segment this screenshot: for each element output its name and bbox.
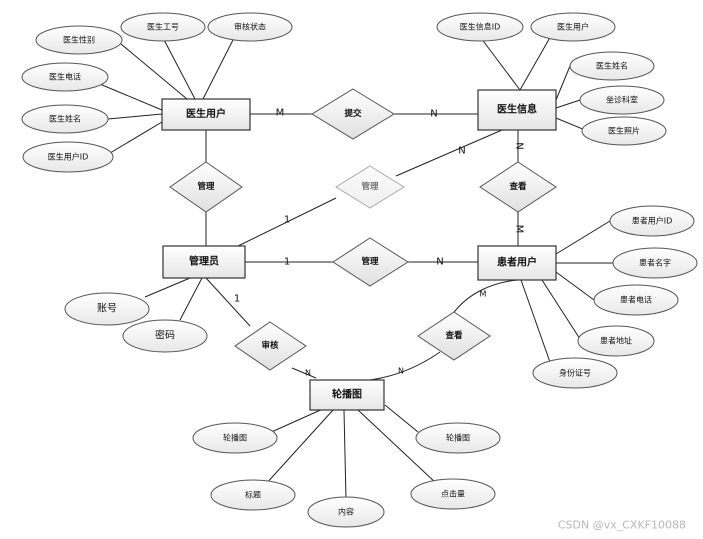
svg-text:账号: 账号 <box>97 303 117 315</box>
attribute-patient-name[interactable]: 患者名字 <box>612 247 698 279</box>
svg-text:医生姓名: 医生姓名 <box>49 114 81 124</box>
attribute-review-status[interactable]: 审核状态 <box>207 12 293 42</box>
attribute-doctor-user-id[interactable]: 医生用户ID <box>22 141 114 173</box>
svg-text:标题: 标题 <box>245 490 261 500</box>
svg-text:管理: 管理 <box>361 181 379 192</box>
attribute-id-card-number[interactable]: 身份证号 <box>532 357 618 389</box>
relationship-manage-doctor[interactable]: 管理 <box>169 161 243 213</box>
cardinality-labels: M N N M 1 N 1 N 1 N M N <box>234 108 525 378</box>
svg-text:患者电话: 患者电话 <box>620 295 652 305</box>
svg-text:医生用户: 医生用户 <box>557 22 589 32</box>
attribute-doctor-name[interactable]: 医生姓名 <box>21 104 109 134</box>
attribute-doctor-photo[interactable]: 医生照片 <box>581 116 667 146</box>
attribute-doctor-phone[interactable]: 医生电话 <box>21 62 109 92</box>
svg-text:医生照片: 医生照片 <box>608 126 640 136</box>
entity-label: 医生用户 <box>186 107 226 120</box>
svg-text:医生性别: 医生性别 <box>63 35 95 45</box>
cardinality-manage-info-admin: 1 <box>284 215 290 226</box>
svg-text:提交: 提交 <box>344 108 362 119</box>
svg-text:医生姓名: 医生姓名 <box>596 61 628 71</box>
entity-doctor-info[interactable]: 医生信息 <box>477 89 557 131</box>
svg-text:身份证号: 身份证号 <box>559 368 591 378</box>
cardinality-manage-patient-target: N <box>436 257 443 268</box>
attribute-carousel-image-left[interactable]: 轮播图 <box>192 422 278 454</box>
svg-text:医生工号: 医生工号 <box>147 22 179 32</box>
entity-patient[interactable]: 患者用户 <box>477 245 557 281</box>
svg-text:审核状态: 审核状态 <box>234 22 266 32</box>
attribute-title[interactable]: 标题 <box>210 479 296 511</box>
relationship-review[interactable]: 审核 <box>234 321 307 371</box>
cardinality-view-info-top: N <box>514 142 525 149</box>
svg-text:患者用户ID: 患者用户ID <box>632 216 673 226</box>
relationship-view-carousel[interactable]: 查看 <box>417 311 491 361</box>
cardinality-review-admin: 1 <box>234 294 240 305</box>
attribute-doctor-id-number[interactable]: 医生工号 <box>120 12 206 42</box>
attribute-patient-user-id[interactable]: 患者用户ID <box>609 205 695 237</box>
entity-doctor-user[interactable]: 医生用户 <box>161 98 251 131</box>
svg-text:内容: 内容 <box>338 507 354 517</box>
cardinality-view-info-bottom: M <box>514 225 525 234</box>
attribute-account[interactable]: 账号 <box>64 292 150 326</box>
watermark: CSDN @vx_CXKF10088 <box>558 519 686 532</box>
attribute-click-count[interactable]: 点击量 <box>410 478 496 510</box>
cardinality-view-carousel-patient: M <box>480 290 487 299</box>
attribute-doctor-gender[interactable]: 医生性别 <box>35 25 123 55</box>
attribute-patient-address[interactable]: 患者地址 <box>577 325 655 357</box>
cardinality-view-carousel-carousel: N <box>398 367 404 376</box>
attribute-patient-phone[interactable]: 患者电话 <box>593 284 679 316</box>
svg-text:医生信息ID: 医生信息ID <box>460 22 501 32</box>
attribute-doctor-info-name[interactable]: 医生姓名 <box>569 51 655 81</box>
svg-text:患者名字: 患者名字 <box>639 258 671 268</box>
svg-text:查看: 查看 <box>444 330 463 341</box>
relationship-manage-patient[interactable]: 管理 <box>332 237 409 287</box>
svg-text:医生电话: 医生电话 <box>49 72 81 82</box>
entity-label: 医生信息 <box>497 103 537 116</box>
svg-text:轮播图: 轮播图 <box>223 433 247 443</box>
svg-text:点击量: 点击量 <box>441 489 465 499</box>
svg-text:查看: 查看 <box>508 181 527 192</box>
cardinality-manage-patient-admin: 1 <box>284 257 290 268</box>
attribute-department[interactable]: 坐诊科室 <box>579 85 665 115</box>
relationship-manage-info[interactable]: 管理 <box>335 165 405 209</box>
svg-text:医生用户ID: 医生用户ID <box>48 152 89 162</box>
cardinality-submit-left: M <box>276 108 285 119</box>
attribute-doctor-info-id[interactable]: 医生信息ID <box>436 12 524 42</box>
entity-label: 患者用户 <box>497 256 537 269</box>
entity-label: 轮播图 <box>332 388 362 401</box>
cardinality-review-carousel: N <box>305 369 311 378</box>
attribute-password[interactable]: 密码 <box>122 319 208 353</box>
relationship-view-info[interactable]: 查看 <box>479 161 557 213</box>
svg-text:审核: 审核 <box>261 340 279 351</box>
svg-text:管理: 管理 <box>197 181 215 192</box>
svg-text:坐诊科室: 坐诊科室 <box>606 95 638 105</box>
attribute-carousel-image-right[interactable]: 轮播图 <box>415 422 501 454</box>
attribute-doctor-info-user[interactable]: 医生用户 <box>530 12 616 42</box>
svg-text:管理: 管理 <box>361 256 379 267</box>
entity-admin[interactable]: 管理员 <box>162 245 246 279</box>
cardinality-submit-right: N <box>430 109 437 120</box>
relationship-submit[interactable]: 提交 <box>311 88 395 140</box>
cardinality-manage-info-target: N <box>458 146 465 157</box>
svg-text:轮播图: 轮播图 <box>446 433 470 443</box>
attribute-content[interactable]: 内容 <box>307 496 385 528</box>
entity-carousel[interactable]: 轮播图 <box>309 379 385 411</box>
svg-text:患者地址: 患者地址 <box>600 336 632 346</box>
connector-lines <box>94 33 614 501</box>
entity-label: 管理员 <box>189 255 219 268</box>
svg-text:密码: 密码 <box>155 329 175 342</box>
